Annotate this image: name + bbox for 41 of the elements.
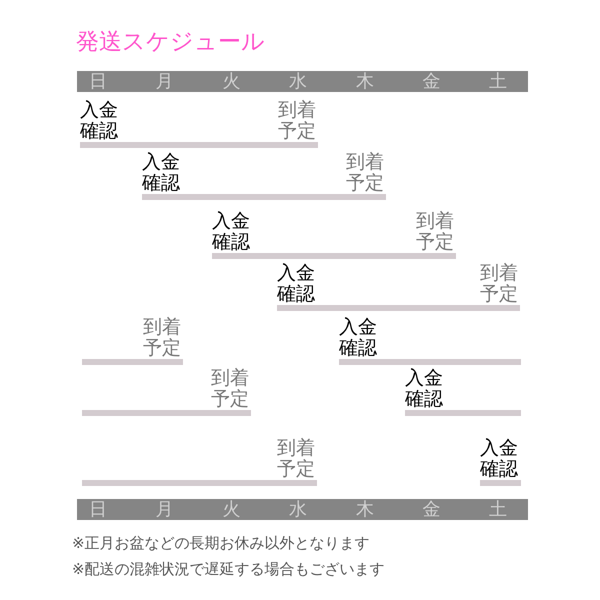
weekday-label: 金 xyxy=(422,499,442,520)
schedule-bar xyxy=(82,359,183,365)
arrival-label: 到着予定 xyxy=(211,368,251,410)
payment-label: 入金確認 xyxy=(80,100,120,142)
weekday-label: 月 xyxy=(154,499,175,520)
arrival-label: 到着予定 xyxy=(277,438,317,480)
weekday-label: 日 xyxy=(88,71,108,92)
arrival-label: 到着予定 xyxy=(346,152,386,194)
schedule-bar xyxy=(480,480,521,486)
payment-label: 入金確認 xyxy=(405,368,445,410)
weekday-label: 火 xyxy=(221,499,242,520)
schedule-bar xyxy=(212,253,456,259)
schedule-bar xyxy=(82,480,317,486)
payment-label: 入金確認 xyxy=(277,263,317,305)
schedule-bar xyxy=(339,359,521,365)
payment-label: 入金確認 xyxy=(142,152,182,194)
arrival-label: 到着予定 xyxy=(278,100,318,142)
weekday-label: 土 xyxy=(488,499,508,520)
weekday-label: 土 xyxy=(488,71,508,92)
schedule-bar xyxy=(82,410,251,416)
note: ※配送の混雑状況で遅延する場合もございます xyxy=(72,559,385,579)
schedule-bar xyxy=(142,194,386,200)
note: ※正月お盆などの長期お休み以外となります xyxy=(72,533,370,553)
payment-label: 入金確認 xyxy=(480,438,520,480)
weekday-label: 木 xyxy=(354,71,375,92)
schedule-bar xyxy=(405,410,521,416)
payment-label: 入金確認 xyxy=(339,317,379,359)
schedule-bar xyxy=(80,142,318,148)
weekday-label: 水 xyxy=(288,71,308,92)
weekday-label: 水 xyxy=(288,499,308,520)
schedule-bar xyxy=(277,305,520,311)
arrival-label: 到着予定 xyxy=(480,263,520,305)
weekday-label: 火 xyxy=(221,71,242,92)
weekday-label: 月 xyxy=(154,71,175,92)
weekday-label: 日 xyxy=(88,499,108,520)
weekday-label: 木 xyxy=(354,499,375,520)
title: 発送スケジュール xyxy=(76,28,265,57)
arrival-label: 到着予定 xyxy=(416,211,456,253)
weekday-label: 金 xyxy=(422,71,442,92)
arrival-label: 到着予定 xyxy=(143,317,183,359)
payment-label: 入金確認 xyxy=(212,211,252,253)
